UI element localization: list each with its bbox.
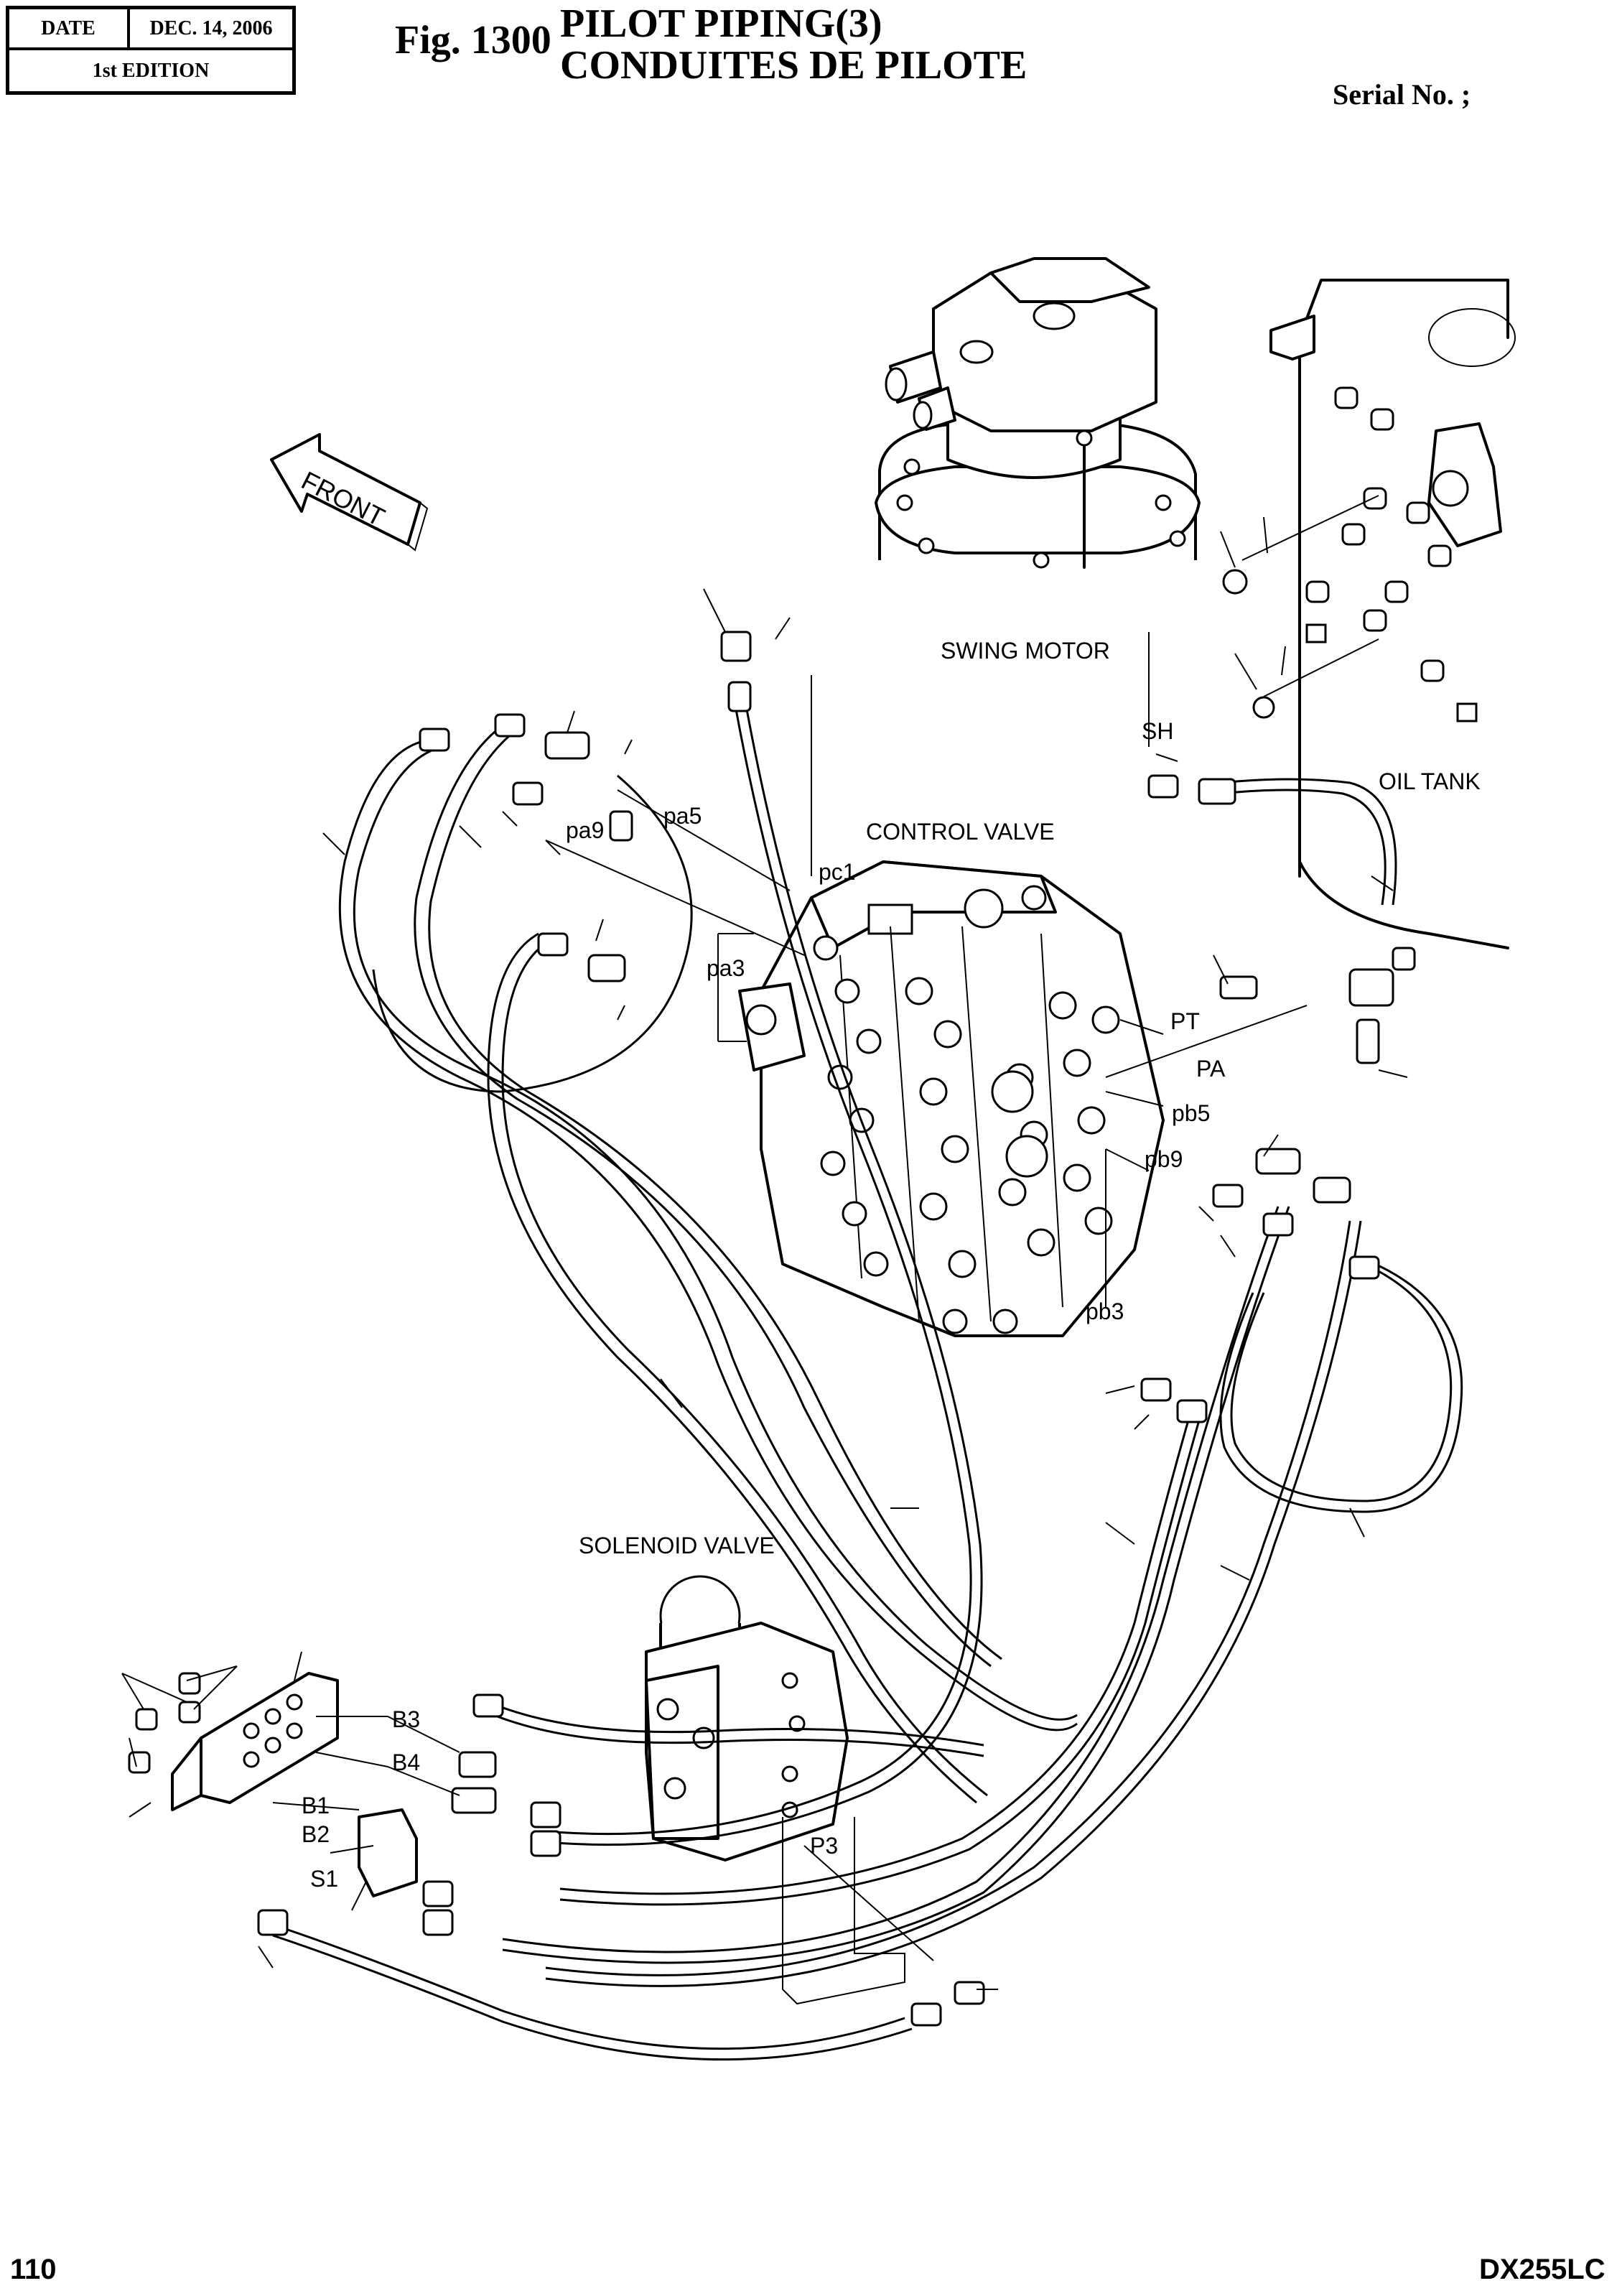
port-label-pc1: pc1 xyxy=(819,859,856,885)
port-label-pb5: pb5 xyxy=(1172,1100,1211,1126)
hose-end-fittings xyxy=(257,631,1416,2027)
swing-motor-label: SWING MOTOR xyxy=(941,638,1110,664)
port-label-pa: PA xyxy=(1196,1056,1226,1082)
page-number: 110 xyxy=(10,2254,57,2285)
date-label: DATE xyxy=(9,9,130,50)
port-label-pa9: pa9 xyxy=(566,817,605,843)
date-value: DEC. 14, 2006 xyxy=(130,9,292,50)
port-label-pb3: pb3 xyxy=(1086,1298,1124,1324)
port-label-pb9: pb9 xyxy=(1145,1146,1183,1172)
port-label-b3: B3 xyxy=(392,1706,421,1732)
oil-tank xyxy=(1222,279,1516,949)
leader-lines xyxy=(272,632,1308,1961)
control-valve-fittings xyxy=(813,935,1120,1334)
figure-title: PILOT PIPING(3) CONDUITES DE PILOTE xyxy=(560,3,1027,86)
port-label-s1: S1 xyxy=(310,1866,339,1892)
solenoid-valve xyxy=(645,1575,905,2005)
model-name: DX255LC xyxy=(1479,2254,1606,2285)
port-label-b2: B2 xyxy=(302,1821,330,1847)
reference-ticks xyxy=(121,516,1408,1990)
date-edition-box: DATE DEC. 14, 2006 1st EDITION xyxy=(6,6,296,95)
port-label-b4: B4 xyxy=(392,1749,421,1775)
figure-title-fr: CONDUITES DE PILOTE xyxy=(560,43,1027,88)
edition-label: 1st EDITION xyxy=(92,59,210,82)
port-label-pa3: pa3 xyxy=(707,955,745,981)
port-label-pa5: pa5 xyxy=(663,803,702,829)
figure-number: Fig. 1300 xyxy=(395,18,551,62)
port-label-pt: PT xyxy=(1170,1008,1200,1034)
port-label-sh: SH xyxy=(1142,718,1174,744)
pilot-hoses xyxy=(272,689,1463,2061)
mounting-bracket xyxy=(128,1672,418,1897)
control-valve xyxy=(738,860,1165,1337)
port-label-p3: P3 xyxy=(810,1833,839,1859)
serial-number: Serial No. ; xyxy=(1333,78,1471,111)
port-label-b1: B1 xyxy=(302,1793,330,1818)
solenoid-valve-label: SOLENOID VALVE xyxy=(579,1533,775,1558)
figure-title-en: PILOT PIPING(3) xyxy=(560,1,882,46)
front-arrow xyxy=(270,433,429,552)
control-valve-label: CONTROL VALVE xyxy=(866,819,1055,845)
tank-port-bosses xyxy=(1305,386,1478,722)
swing-motor xyxy=(875,257,1201,569)
oil-tank-label: OIL TANK xyxy=(1379,768,1481,794)
